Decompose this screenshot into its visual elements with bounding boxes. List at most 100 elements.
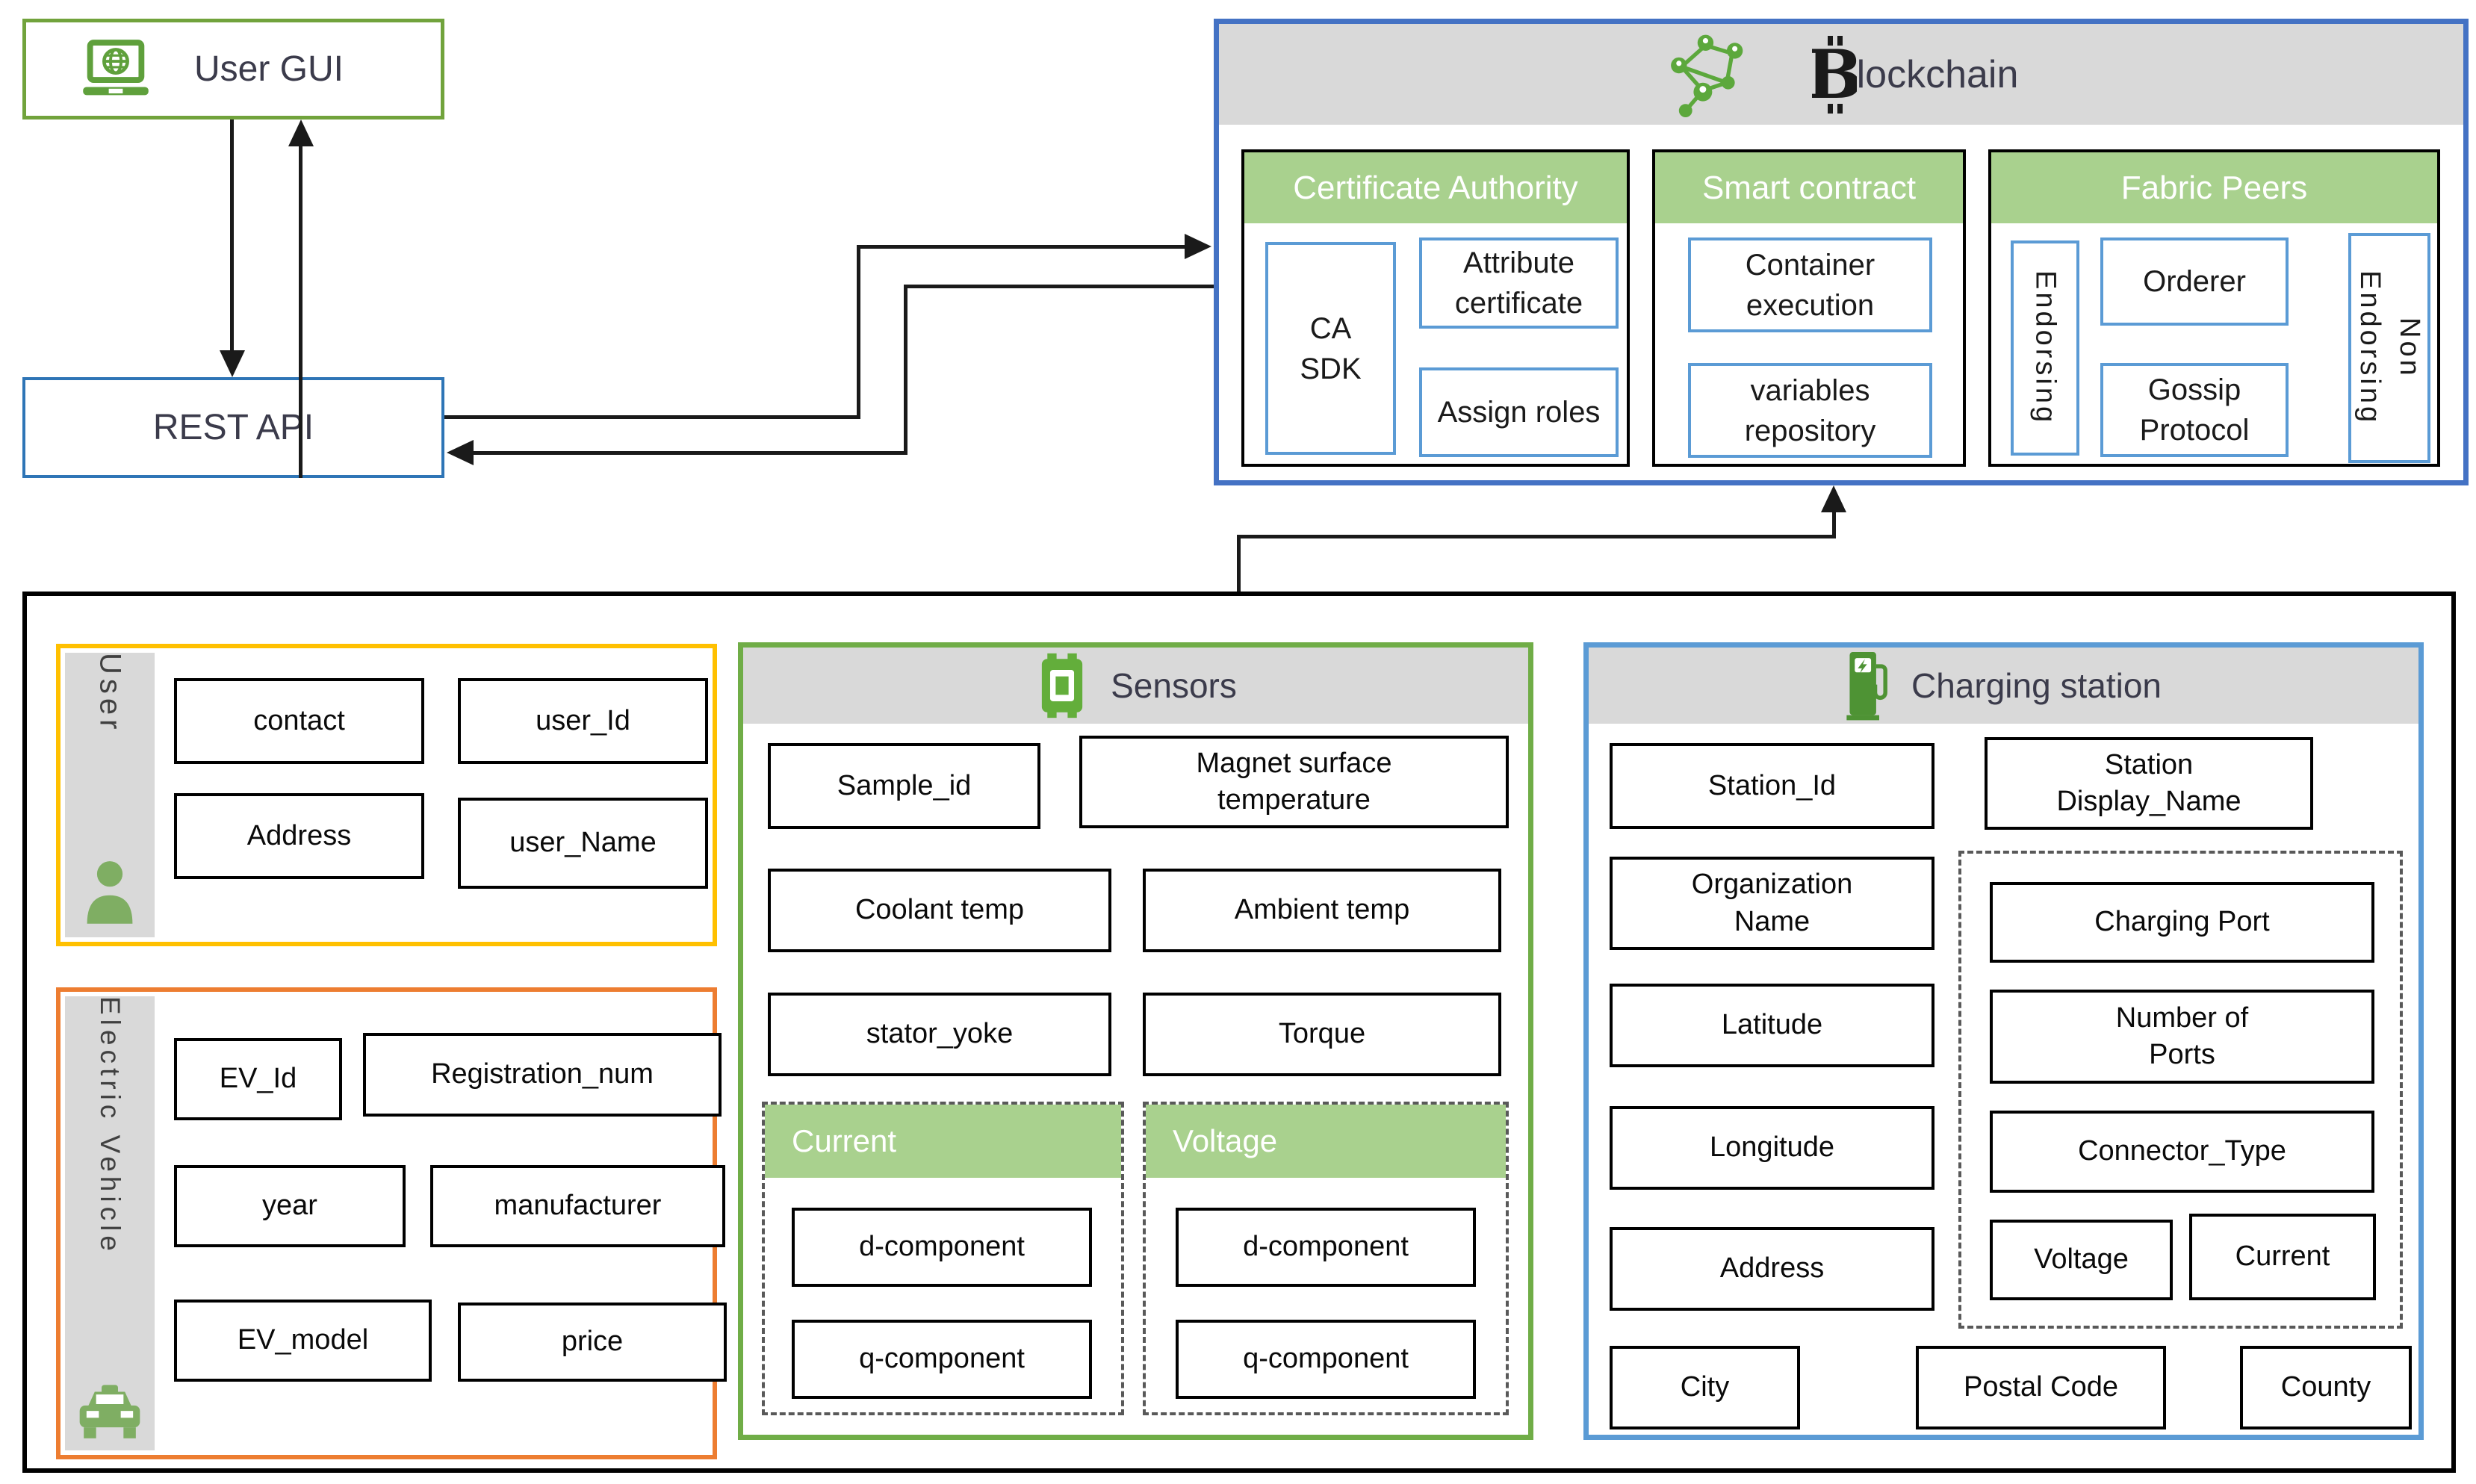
smart-contract-box: Smart contract Container execution varia… (1652, 149, 1966, 467)
fabric-peers-box: Fabric Peers Endorsing Orderer Gossip Pr… (1988, 149, 2440, 467)
arrow-blockchain-to-restapi-seg3 (472, 451, 907, 455)
endorsing-label: Endorsing (2029, 270, 2061, 426)
arrowhead-up-icon (1821, 485, 1846, 512)
rest-api-box: REST API (22, 377, 444, 478)
electric-vehicle-group: Electric Vehicle EV_Id Registration_num … (56, 987, 727, 1459)
sensors-title: Sensors (1111, 666, 1237, 705)
field-magnet-surface-temperature: Magnet surface temperature (1079, 736, 1509, 828)
sensors-group: Sensors Sample_id Magnet surface tempera… (738, 642, 1533, 1440)
gossip-protocol-box: Gossip Protocol (2100, 363, 2289, 457)
field-charging-port: Charging Port (1990, 882, 2374, 963)
ca-sdk-box: CA SDK (1265, 242, 1396, 455)
field-user-name: user_Name (458, 798, 708, 889)
field-voltage-q-component: q-component (1176, 1320, 1476, 1399)
field-postal-code: Postal Code (1916, 1346, 2166, 1429)
user-gui-box: User GUI (22, 19, 444, 119)
field-station-display-name: Station Display_Name (1985, 737, 2313, 830)
smart-contract-header: Smart contract (1655, 152, 1963, 223)
arrow-entities-to-blockchain-seg1 (1237, 535, 1241, 593)
network-nodes-icon (1670, 34, 1743, 117)
certificate-authority-box: Certificate Authority CA SDK Attribute c… (1241, 149, 1630, 467)
field-ev-id: EV_Id (174, 1038, 342, 1120)
arrow-restapi-to-blockchain-seg1 (444, 415, 860, 419)
arrow-blockchain-to-restapi-seg2 (904, 285, 907, 455)
field-organization-name: Organization Name (1610, 857, 1934, 950)
rest-api-label: REST API (152, 408, 314, 447)
field-manufacturer: manufacturer (430, 1165, 725, 1247)
arrow-restapi-to-usergui (299, 146, 302, 478)
car-icon (79, 1385, 140, 1438)
electric-vehicle-strip: Electric Vehicle (65, 996, 155, 1450)
field-torque: Torque (1143, 993, 1501, 1076)
field-ambient-temp: Ambient temp (1143, 869, 1501, 952)
field-station-id: Station_Id (1610, 743, 1934, 829)
arrowhead-up-icon (288, 119, 314, 146)
field-ev-model: EV_model (174, 1300, 432, 1382)
variables-repository-box: variables repository (1688, 363, 1932, 458)
assign-roles-box: Assign roles (1419, 367, 1619, 457)
field-current-q-component: q-component (792, 1320, 1092, 1399)
charging-station-header: Charging station (1589, 648, 2418, 724)
arrow-restapi-to-blockchain-seg3 (857, 245, 1186, 249)
electric-vehicle-group-title: Electric Vehicle (95, 996, 125, 1255)
field-voltage-d-component: d-component (1176, 1208, 1476, 1287)
orderer-box: Orderer (2100, 237, 2289, 326)
arrow-entities-to-blockchain-seg2 (1237, 535, 1836, 538)
ev-charger-icon (1846, 652, 1887, 721)
arrow-entities-to-blockchain-seg3 (1832, 511, 1836, 538)
non-endorsing-label: Non Endorsing (2354, 270, 2426, 426)
user-strip: User (65, 653, 155, 937)
arrow-blockchain-to-restapi-seg1 (904, 285, 1214, 288)
field-price: price (458, 1303, 727, 1382)
field-user-id: user_Id (458, 678, 708, 764)
arrowhead-left-icon (447, 440, 474, 465)
charging-station-group: Charging station Station_Id Organization… (1583, 642, 2424, 1440)
field-coolant-temp: Coolant temp (768, 869, 1111, 952)
charging-station-title: Charging station (1911, 666, 2162, 705)
user-group: User contact user_Id Address user_Name (56, 644, 717, 946)
field-registration-num: Registration_num (363, 1033, 722, 1117)
field-port-current: Current (2189, 1214, 2376, 1300)
person-icon (87, 861, 133, 924)
arrowhead-right-icon (1185, 234, 1211, 259)
attribute-certificate-box: Attribute certificate (1419, 237, 1619, 329)
arrow-usergui-to-restapi (230, 119, 234, 353)
certificate-authority-header: Certificate Authority (1244, 152, 1627, 223)
non-endorsing-box: Non Endorsing (2348, 233, 2430, 463)
bitcoin-b-icon: B (1812, 35, 1857, 114)
field-stator-yoke: stator_yoke (768, 993, 1111, 1076)
charging-ports-subgroup: Charging Port Number of Ports Connector_… (1958, 851, 2403, 1329)
field-city: City (1610, 1346, 1800, 1429)
field-contact: contact (174, 678, 424, 764)
user-gui-label: User GUI (194, 49, 344, 89)
field-port-voltage: Voltage (1990, 1220, 2173, 1300)
blockchain-title: lockchain (1856, 52, 2019, 96)
chip-icon (1041, 653, 1083, 718)
field-current-d-component: d-component (792, 1208, 1092, 1287)
blockchain-header: B lockchain (1219, 24, 2463, 125)
voltage-subgroup: Voltage d-component q-component (1143, 1102, 1509, 1415)
field-latitude: Latitude (1610, 984, 1934, 1067)
current-subgroup: Current d-component q-component (762, 1102, 1124, 1415)
user-group-title: User (93, 653, 127, 734)
field-cs-address: Address (1610, 1227, 1934, 1311)
endorsing-box: Endorsing (2011, 240, 2079, 456)
field-sample-id: Sample_id (768, 743, 1040, 829)
field-number-of-ports: Number of Ports (1990, 990, 2374, 1084)
entities-container: User contact user_Id Address user_Name E… (22, 592, 2456, 1473)
field-year: year (174, 1165, 406, 1247)
sensors-header: Sensors (743, 648, 1528, 724)
current-header: Current (765, 1105, 1121, 1178)
voltage-header: Voltage (1146, 1105, 1506, 1178)
arrowhead-down-icon (220, 350, 245, 377)
field-county: County (2240, 1346, 2412, 1429)
field-longitude: Longitude (1610, 1106, 1934, 1190)
fabric-peers-header: Fabric Peers (1991, 152, 2437, 223)
laptop-globe-icon (83, 39, 149, 95)
svg-text:B: B (1812, 36, 1857, 114)
field-connector-type: Connector_Type (1990, 1111, 2374, 1193)
arrow-restapi-to-blockchain-seg2 (857, 245, 860, 419)
field-address: Address (174, 793, 424, 879)
container-execution-box: Container execution (1688, 237, 1932, 332)
